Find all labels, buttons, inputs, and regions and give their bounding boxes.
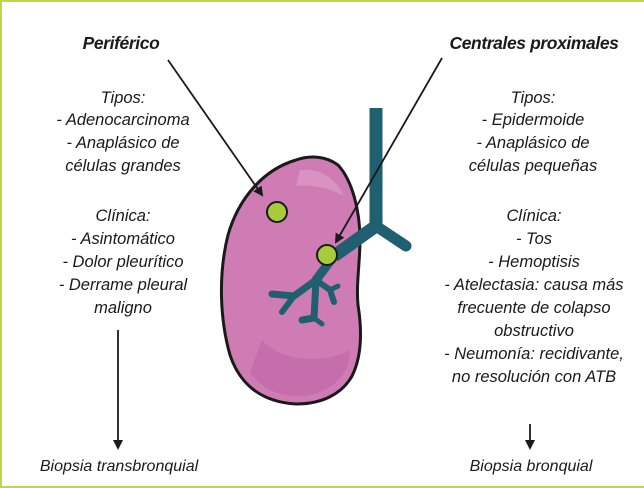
left-biopsy: Biopsia transbronquial	[40, 456, 198, 479]
right-clinic-title: Clínica:	[506, 205, 561, 228]
right-biopsy: Biopsia bronquial	[470, 456, 593, 479]
left-type-1: - Adenocarcinoma	[56, 109, 189, 132]
left-type-2: - Anaplásico de	[66, 132, 179, 155]
right-clinic-6: - Neumonía: recidivante,	[444, 343, 624, 366]
right-clinic-5: obstructivo	[494, 320, 574, 343]
left-clinic-2: - Dolor pleurítico	[62, 251, 183, 274]
left-clinic-title: Clínica:	[95, 205, 150, 228]
left-clinic-3: - Derrame pleural	[59, 274, 187, 297]
left-clinic-4: maligno	[94, 297, 152, 320]
right-bronchus-stub	[376, 226, 406, 246]
central-nodule	[317, 245, 337, 265]
peripheral-header: Periférico	[83, 32, 160, 55]
left-type-3: células grandes	[65, 155, 181, 178]
peripheral-nodule	[267, 202, 287, 222]
left-types-title: Tipos:	[101, 87, 146, 110]
right-clinic-2: - Hemoptisis	[488, 251, 580, 274]
right-types-title: Tipos:	[511, 87, 556, 110]
central-header: Centrales proximales	[449, 32, 618, 55]
arrow-central	[336, 58, 442, 242]
right-type-2: - Anaplásico de	[476, 132, 589, 155]
right-type-1: - Epidermoide	[482, 109, 585, 132]
left-clinic-1: - Asintomático	[71, 228, 175, 251]
right-clinic-3: - Atelectasia: causa más	[444, 274, 623, 297]
right-clinic-7: no resolución con ATB	[452, 366, 616, 389]
right-clinic-1: - Tos	[516, 228, 552, 251]
right-clinic-4: frecuente de colapso	[457, 297, 610, 320]
right-type-3: células pequeñas	[469, 155, 597, 178]
